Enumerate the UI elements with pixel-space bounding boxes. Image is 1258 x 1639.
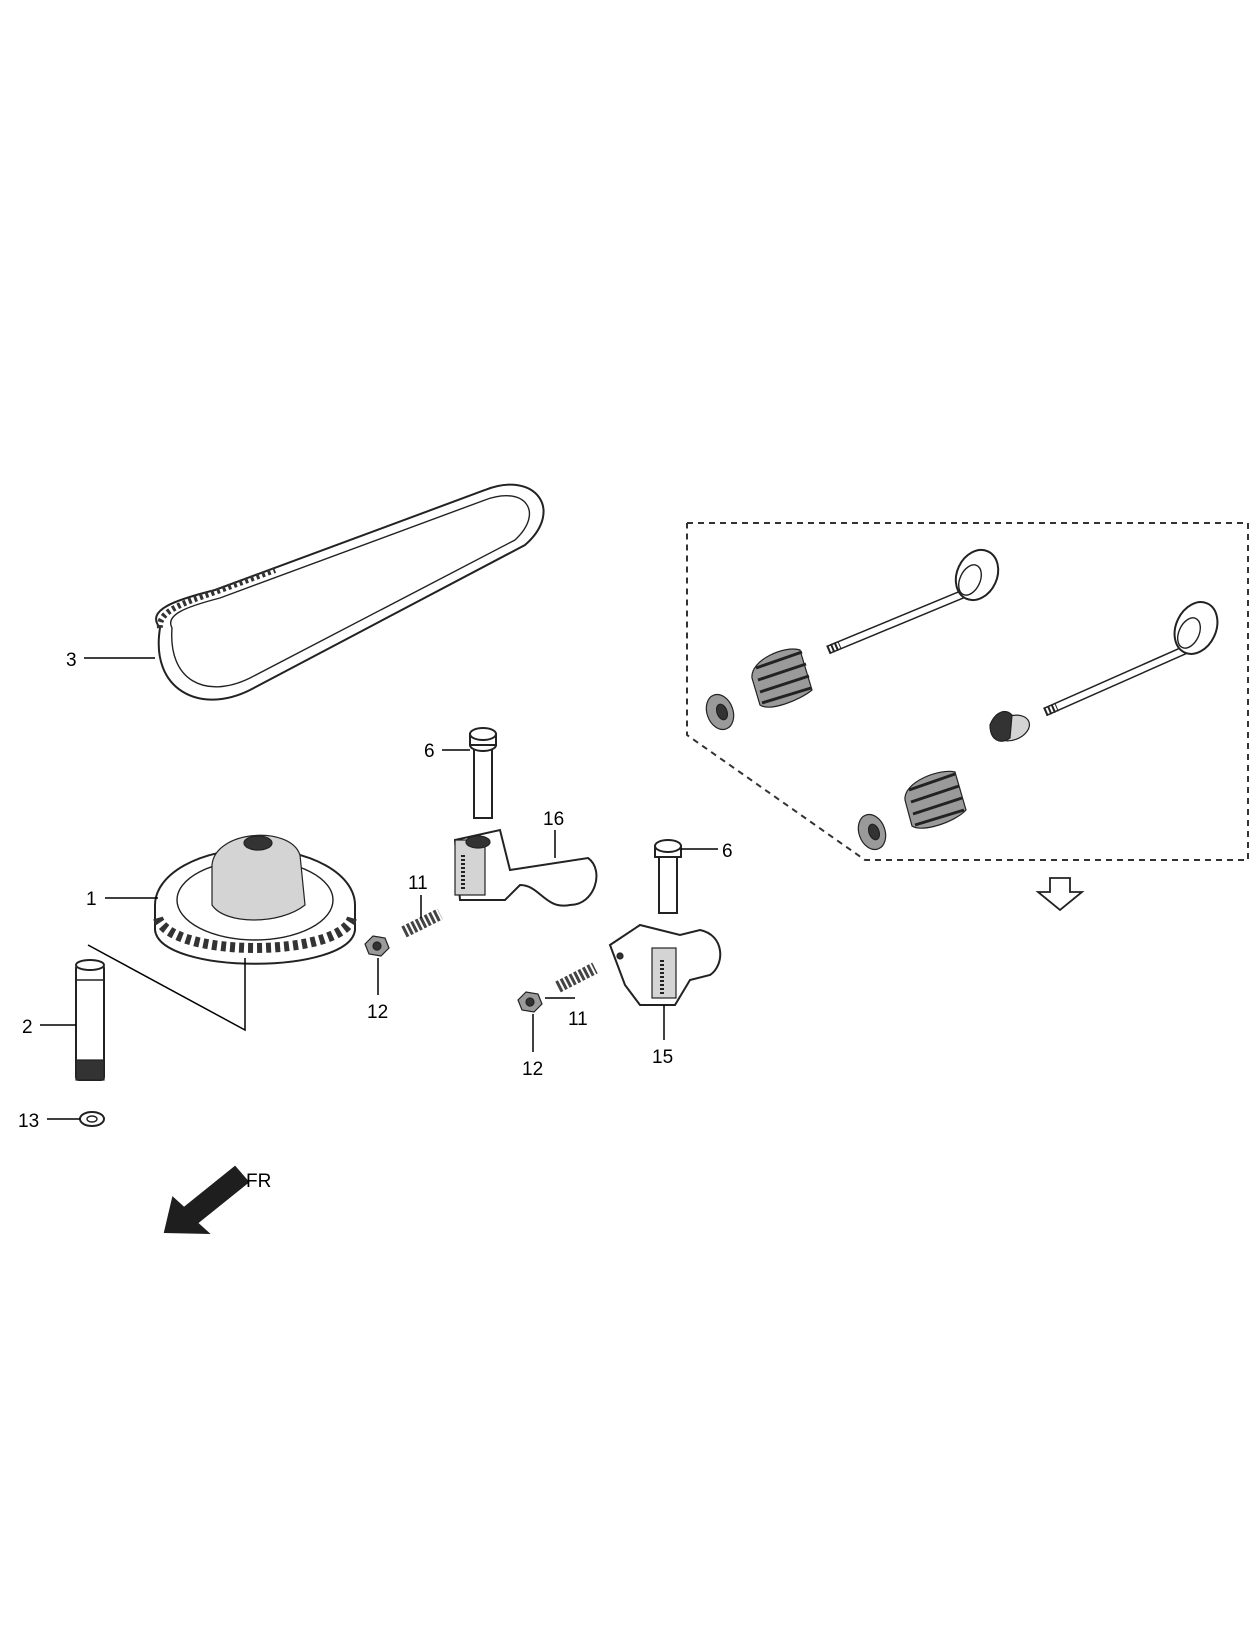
lower-valve [1043, 601, 1219, 717]
adjust-screw-right [555, 962, 598, 993]
cam-pin [75, 959, 105, 1081]
lower-valve-spring [904, 770, 967, 829]
valve-stem-seal [989, 711, 1031, 742]
timing-belt [155, 483, 545, 701]
upper-valve-retainer [705, 693, 735, 731]
callout-2: 2 [22, 1017, 33, 1038]
upper-valve-spring [751, 648, 813, 708]
lower-valve-retainer [857, 813, 887, 851]
rocker-arm-16 [453, 828, 598, 907]
adjust-screw-left [401, 908, 443, 938]
callout-11-left: 11 [408, 873, 428, 894]
callout-3: 3 [66, 650, 77, 671]
callout-12-left: 12 [367, 1002, 388, 1023]
callout-16: 16 [543, 809, 564, 830]
callout-11-right: 11 [568, 1009, 588, 1030]
lock-nut-right [517, 991, 543, 1013]
rocker-bolt-left [469, 727, 497, 819]
cam-pulley [153, 834, 357, 965]
valve-assembly-group [686, 522, 1249, 861]
front-direction-arrow-icon [163, 1165, 250, 1235]
callout-15: 15 [652, 1047, 673, 1068]
rocker-arm-15 [608, 923, 722, 1006]
callout-13: 13 [18, 1111, 39, 1132]
washer [79, 1111, 105, 1127]
continuation-arrow-icon [1035, 877, 1085, 912]
callout-6-left: 6 [424, 741, 435, 762]
lock-nut-left [364, 935, 390, 957]
rocker-bolt-right [654, 839, 682, 914]
callout-12-right: 12 [522, 1059, 543, 1080]
upper-valve [826, 548, 1000, 655]
direction-label: FR [246, 1171, 271, 1192]
callout-6-right: 6 [722, 841, 733, 862]
callout-1: 1 [86, 889, 97, 910]
